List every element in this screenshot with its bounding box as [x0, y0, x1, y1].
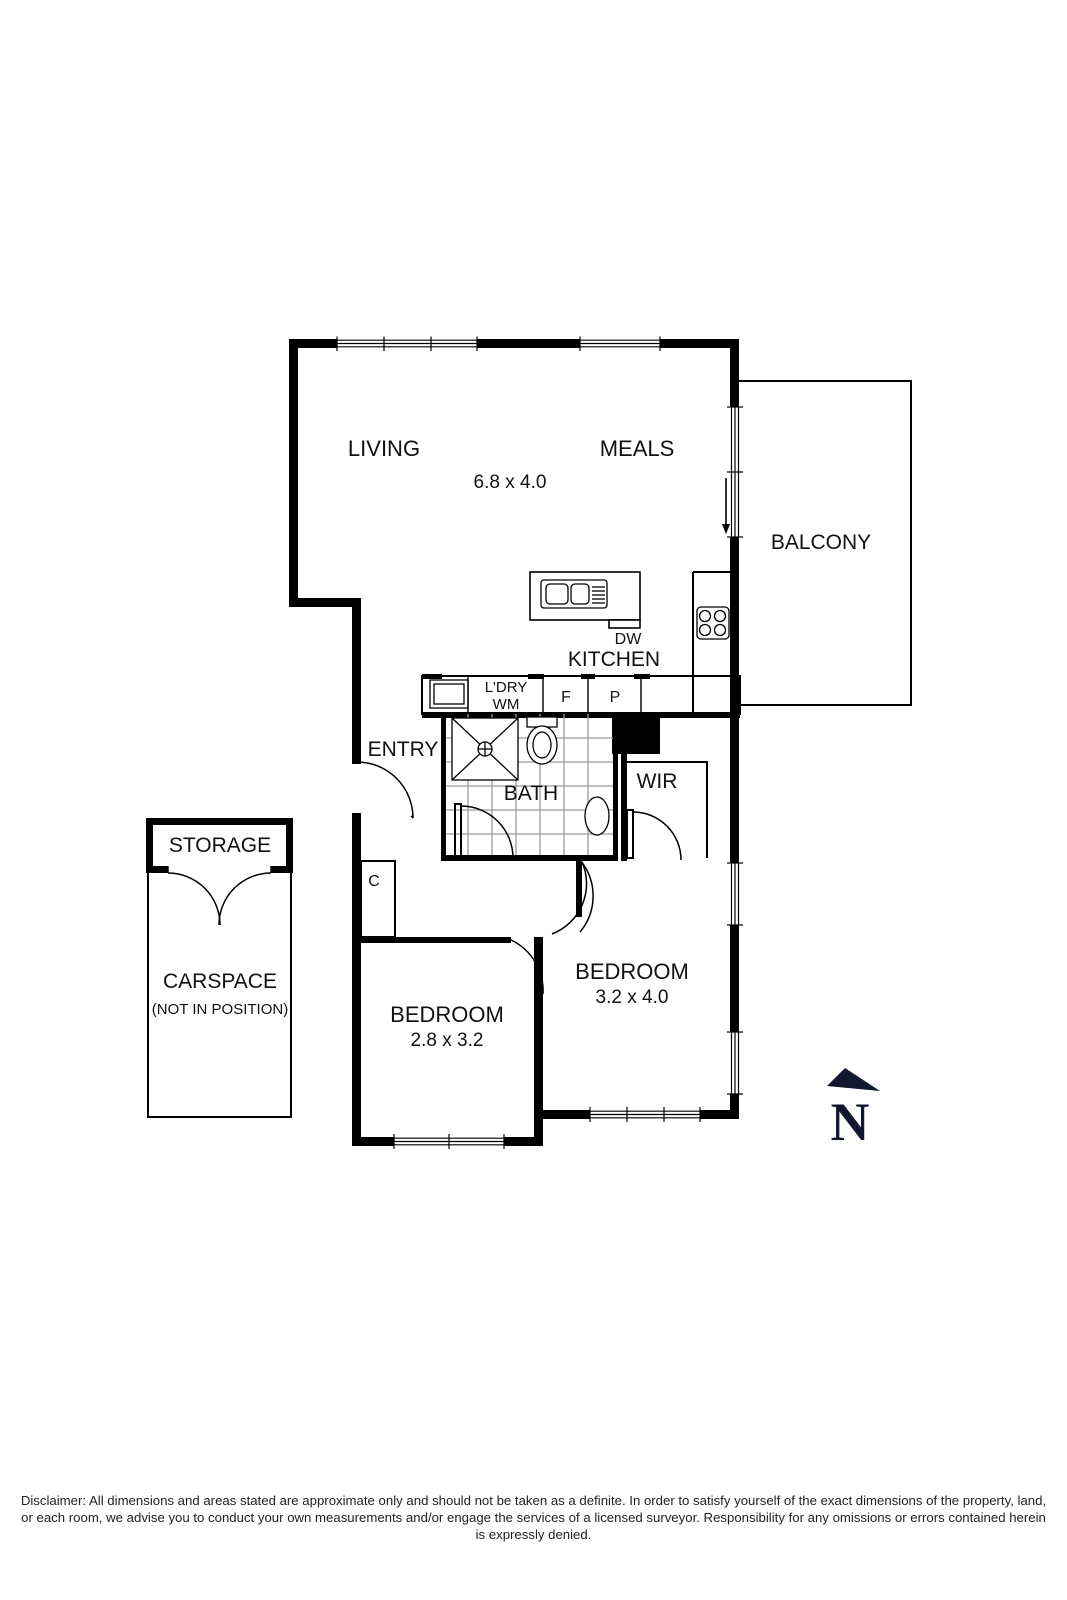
bedroom-second-label: BEDROOM	[390, 1002, 504, 1027]
sliding-door-balcony	[722, 406, 743, 538]
shower	[451, 717, 519, 781]
entry-label: ENTRY	[368, 738, 439, 761]
fridge-label: F	[561, 689, 571, 706]
pantry-label: P	[610, 689, 621, 706]
cupboard: C	[360, 860, 396, 938]
living-dimension: 6.8 x 4.0	[474, 472, 547, 493]
storage-label: STORAGE	[169, 834, 271, 857]
wir-door	[626, 809, 682, 861]
cupboard-label: C	[368, 873, 380, 890]
north-arrow-icon	[827, 1068, 880, 1091]
balcony-label: BALCONY	[771, 531, 871, 554]
bedroom-second-dimension: 2.8 x 3.2	[411, 1030, 484, 1051]
bedroom-second: BEDROOM 2.8 x 3.2	[390, 1002, 505, 1149]
disclaimer-text: Disclaimer: All dimensions and areas sta…	[20, 1493, 1047, 1542]
wir-room: WIR	[621, 718, 708, 861]
hall-walls	[361, 855, 594, 1112]
window-meals-top-2	[579, 336, 661, 351]
north-letter: N	[831, 1092, 870, 1152]
window-bedroom-right-1	[727, 862, 743, 926]
toilet	[526, 716, 558, 765]
basin	[584, 796, 610, 836]
bath-door	[454, 803, 514, 859]
window-living-top-1	[336, 336, 478, 351]
carspace-note: (NOT IN POSITION)	[152, 1001, 288, 1018]
dishwasher-label: DW	[615, 631, 643, 648]
bedroom-main: BEDROOM 3.2 x 4.0	[575, 862, 743, 1122]
carspace-label: CARSPACE	[163, 970, 277, 993]
sink-bowl-left	[545, 583, 569, 605]
balcony-room: BALCONY	[738, 380, 912, 706]
sink-bowl-right	[570, 583, 590, 605]
wir-label: WIR	[637, 770, 678, 793]
bathroom: BATH	[441, 713, 618, 861]
storage-carspace: STORAGE CARSPACE (NOT IN POSITION)	[146, 818, 293, 1118]
bedroom-main-label: BEDROOM	[575, 959, 689, 984]
kitchen-label: KITCHEN	[568, 648, 660, 671]
window-bedroom-main-bottom	[589, 1107, 701, 1122]
entry-area: ENTRY	[352, 738, 438, 819]
kitchen-area: DW KITCHEN	[529, 571, 730, 712]
solid-wall-stub	[612, 718, 660, 754]
bedroom-main-dimension: 3.2 x 4.0	[596, 987, 669, 1008]
living-label: LIVING	[348, 436, 420, 461]
washing-machine-label: WM	[493, 696, 520, 713]
meals-label: MEALS	[600, 436, 675, 461]
bath-label: BATH	[504, 782, 558, 805]
north-compass: N	[827, 1068, 880, 1152]
laundry-label: L'DRY	[485, 679, 528, 696]
window-bedroom-second-bottom	[393, 1134, 505, 1149]
window-bedroom-right-2	[727, 1031, 743, 1095]
